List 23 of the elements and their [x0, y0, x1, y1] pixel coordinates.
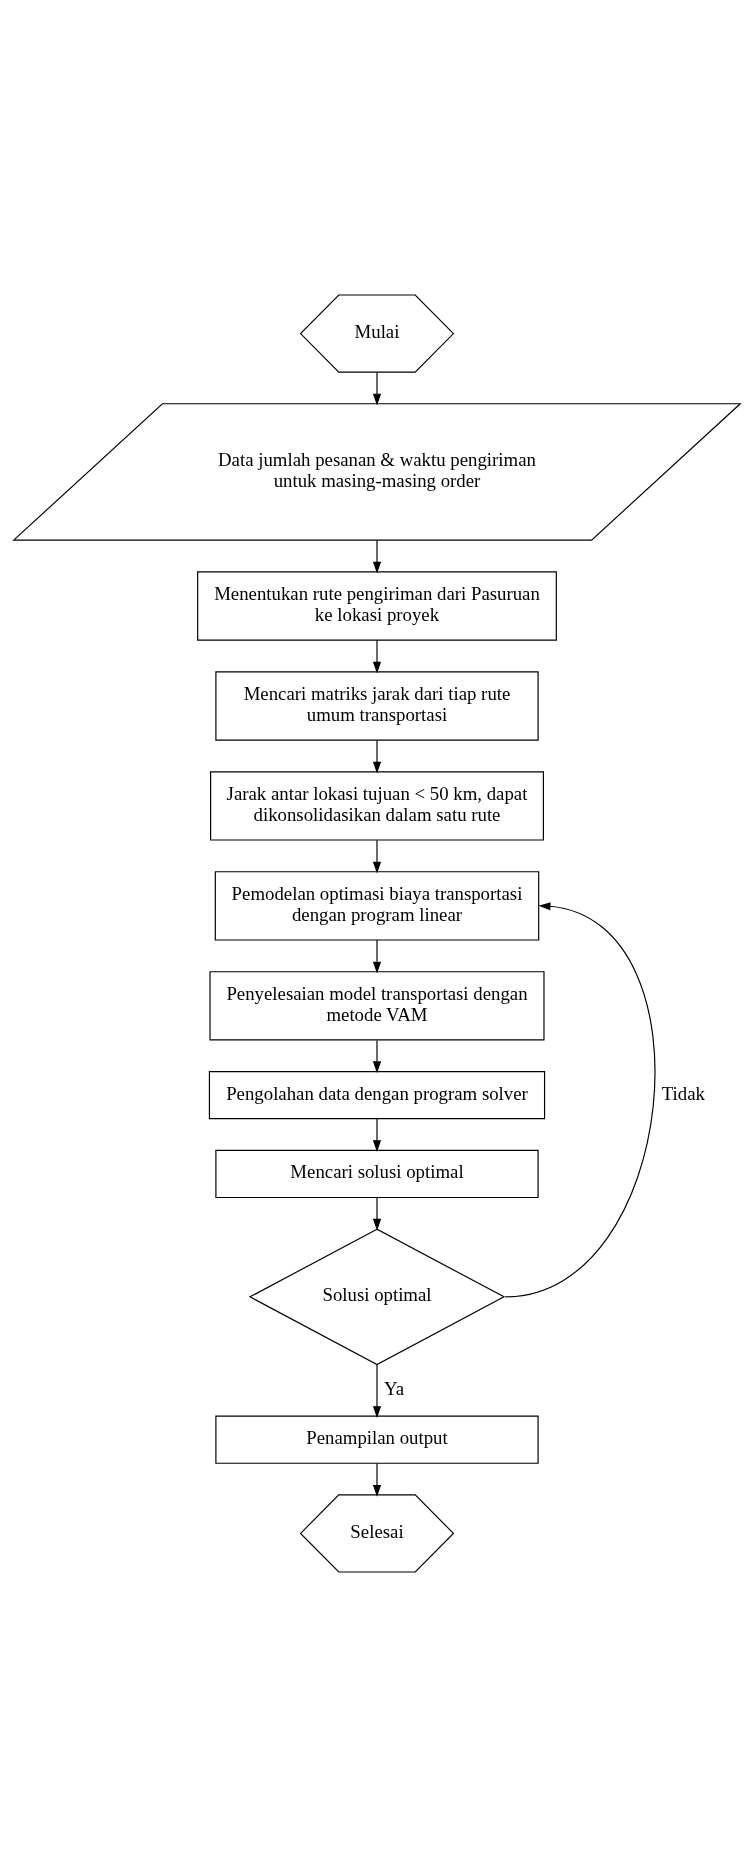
- node-box: Penyelesaian model transportasi dengan metode VAM: [208, 971, 545, 1041]
- arrow: [372, 1039, 381, 1074]
- arrow: [372, 1197, 381, 1231]
- node-box: Mencari solusi optimal: [214, 1149, 539, 1199]
- node-box: Menentukan rute pengiriman dari Pasuruan ke lokasi proyek: [196, 571, 557, 641]
- node-box: Mencari matriks jarak dari tiap rute umum transportasi: [214, 671, 539, 741]
- arrow: [372, 939, 381, 974]
- node-box: Pemodelan optimasi biaya transportasi dengan program linear: [214, 871, 539, 941]
- node-box: Pengolahan data dengan program solver: [208, 1071, 545, 1120]
- arrow: [372, 1462, 381, 1497]
- arrow: [372, 639, 381, 674]
- arrow: [372, 539, 381, 574]
- arrow: [372, 1118, 381, 1152]
- edge-label: Ya: [383, 1377, 404, 1399]
- arrow: [504, 902, 655, 1298]
- arrow: [372, 839, 381, 874]
- node-diamond: Solusi optimal: [248, 1228, 505, 1366]
- arrow: [372, 739, 381, 774]
- edge-label: Tidak: [661, 1082, 705, 1104]
- node-box: Penampilan output: [214, 1415, 539, 1464]
- arrow: [372, 1364, 381, 1418]
- node-box: Jarak antar lokasi tujuan < 50 km, dapat dikonsolidasikan dalam satu rute: [209, 771, 544, 841]
- arrow: [372, 371, 381, 406]
